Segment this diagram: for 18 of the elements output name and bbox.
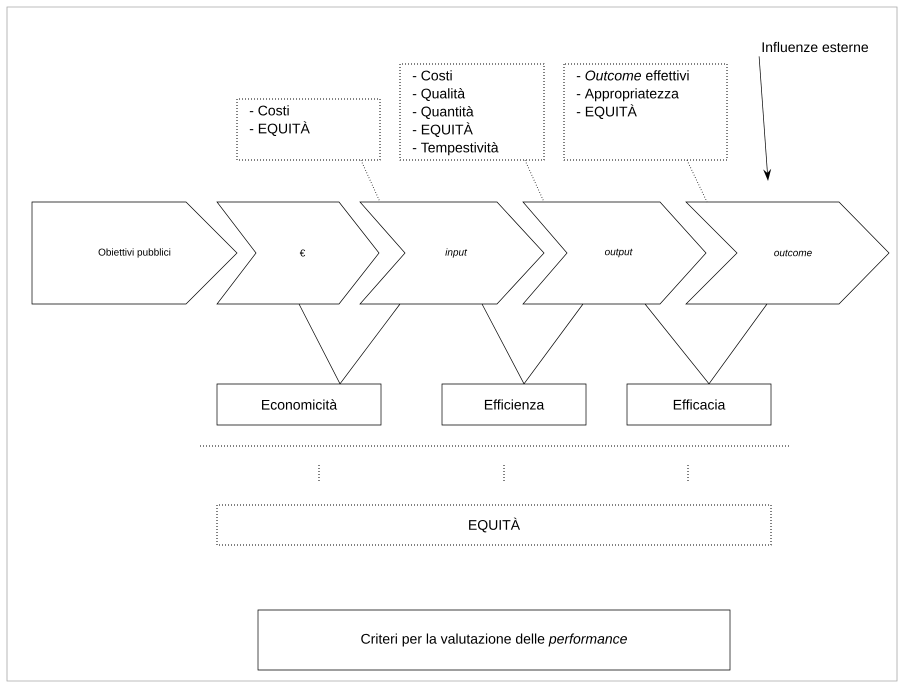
- criterion-box: Efficacia: [626, 384, 772, 426]
- leader-line: [524, 160, 544, 202]
- annotation-box: - Costi - Qualità - Quantità - EQUITÀ - Tempestività: [400, 64, 544, 160]
- connector-line: [298, 304, 340, 384]
- criterion-box: Criteri per la valutazione delle performance: [258, 610, 730, 670]
- connector-line: [340, 304, 400, 384]
- criterion-box: Economicità: [216, 384, 382, 426]
- annotation-box: - Costi - EQUITÀ: [236, 98, 380, 160]
- leader-line: [686, 160, 708, 202]
- criterion-box: Efficienza: [442, 384, 586, 426]
- criterion-box: EQUITÀ: [216, 504, 772, 546]
- annotation-text: Influenze esterne: [762, 42, 868, 52]
- annotation-box: - Outcome effettivi - Appropriatezza - EQUITÀ: [564, 64, 728, 160]
- leader-line: [360, 160, 380, 202]
- connector-line: [708, 304, 768, 384]
- connector-line: [482, 304, 524, 384]
- connector-line: [524, 304, 584, 384]
- connector-line: [644, 304, 710, 384]
